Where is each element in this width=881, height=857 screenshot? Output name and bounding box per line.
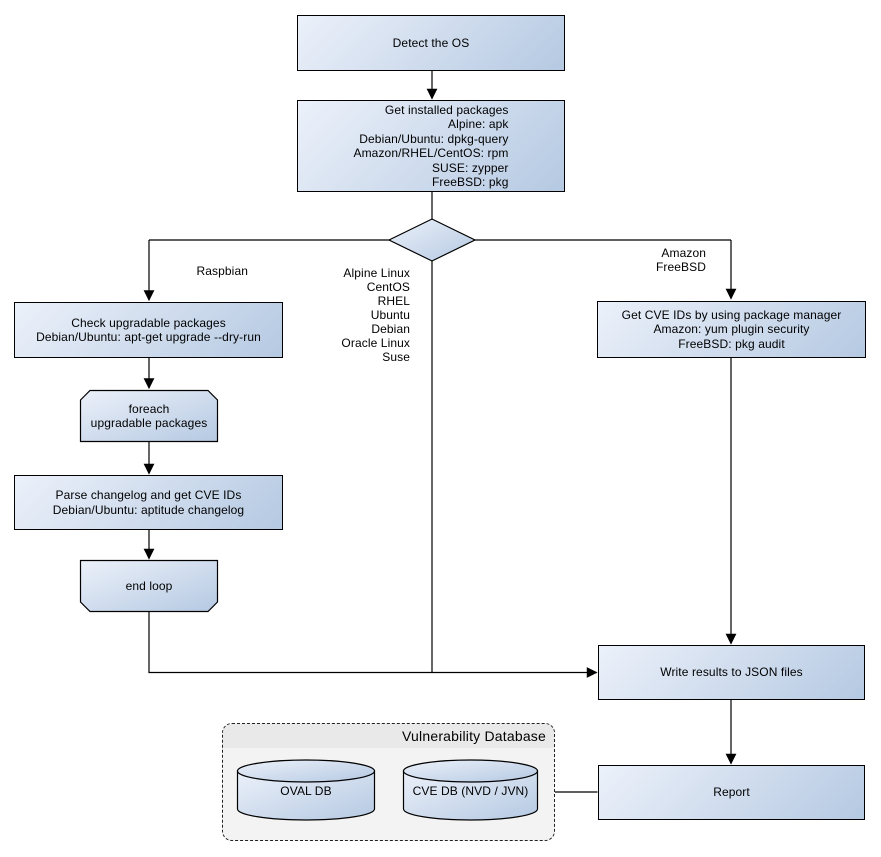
- node-get-installed-packages-label: Get installed packages Alpine: apk Debia…: [353, 102, 509, 190]
- end-loop-label: end loop: [125, 578, 173, 593]
- end-loop-shape: [79, 559, 219, 613]
- edge-label-os-list: Alpine Linux CentOS RHEL Ubuntu Debian O…: [341, 266, 410, 364]
- node-write-results: Write results to JSON files: [598, 645, 865, 700]
- node-get-cve-ids: Get CVE IDs by using package manager Ama…: [597, 301, 866, 358]
- cve-db-label: CVE DB (NVD / JVN): [412, 783, 529, 798]
- decision-diamond: [387, 218, 477, 262]
- node-check-upgradable-packages: Check upgradable packages Debian/Ubuntu:…: [14, 302, 283, 358]
- node-detect-os-label: Detect the OS: [392, 35, 470, 50]
- foreach-loop-label: foreach upgradable packages: [90, 401, 208, 431]
- node-report: Report: [598, 765, 865, 820]
- oval-db-cylinder: [236, 759, 376, 821]
- cve-db-cylinder: [402, 759, 539, 821]
- node-write-results-label: Write results to JSON files: [660, 665, 803, 680]
- edge-label-raspbian: Raspbian: [196, 264, 248, 278]
- node-get-installed-packages: Get installed packages Alpine: apk Debia…: [297, 100, 565, 192]
- node-report-label: Report: [713, 785, 750, 800]
- vulnerability-database-title-band: Vulnerability Database: [223, 724, 554, 748]
- node-check-upgradable-packages-label: Check upgradable packages Debian/Ubuntu:…: [36, 315, 261, 345]
- edge-label-amazon-freebsd: Amazon FreeBSD: [655, 246, 706, 274]
- edge-endloop-to-write: [148, 612, 598, 678]
- node-parse-changelog-label: Parse changelog and get CVE IDs Debian/U…: [52, 488, 245, 517]
- vulnerability-database-title: Vulnerability Database: [402, 728, 546, 744]
- node-get-cve-ids-label: Get CVE IDs by using package manager Ama…: [621, 307, 842, 351]
- oval-db-label: OVAL DB: [280, 783, 332, 798]
- foreach-loop-shape: [79, 389, 219, 443]
- node-parse-changelog: Parse changelog and get CVE IDs Debian/U…: [14, 475, 283, 530]
- node-detect-os: Detect the OS: [297, 15, 565, 71]
